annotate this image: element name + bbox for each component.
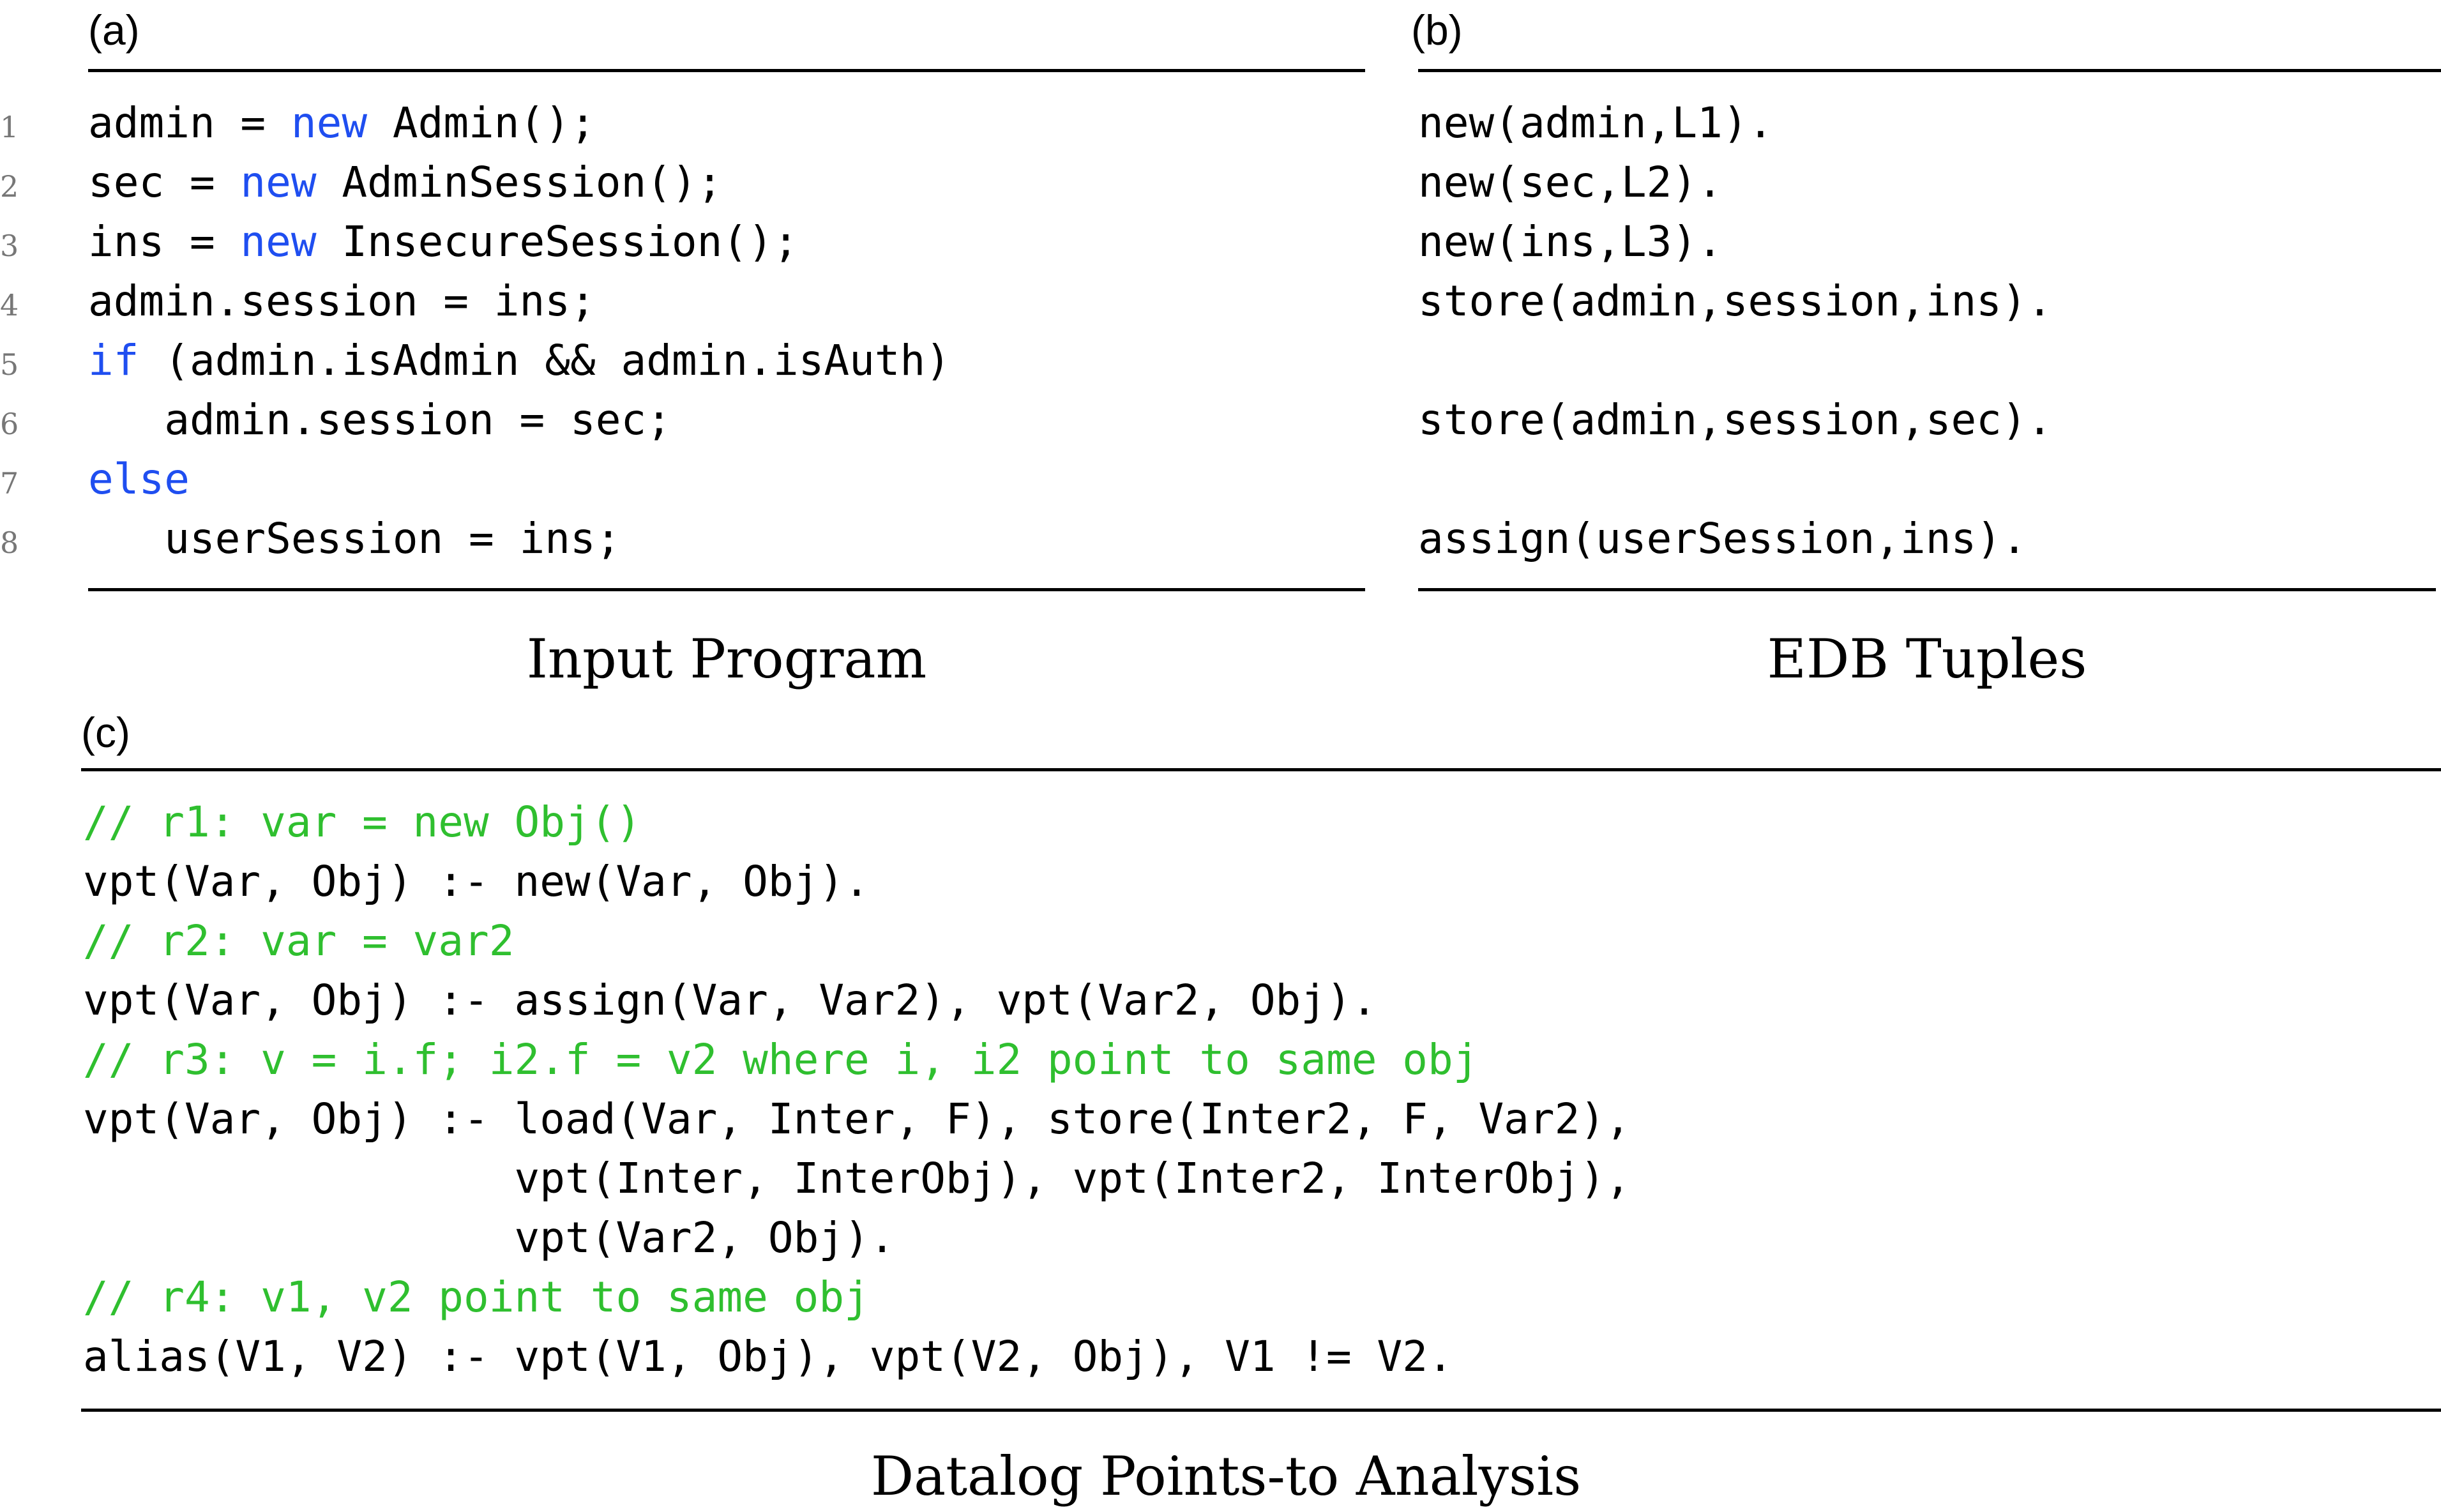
edb-tuple: store(admin,session,sec). <box>1418 395 2053 444</box>
line-number: 8 <box>0 525 19 560</box>
panel-b-caption: EDB Tuples <box>1767 628 2087 690</box>
panel-a-bottom-rule <box>88 588 1365 591</box>
rule-comment: // r2: var = var2 <box>83 916 515 965</box>
line-number: 7 <box>0 466 19 501</box>
line-number: 6 <box>0 407 19 441</box>
code-text: sec = new AdminSession(); <box>88 158 723 207</box>
code-text: else <box>88 455 190 504</box>
datalog-rule-line: vpt(Var2, Obj). <box>83 1213 895 1262</box>
code-text: admin = new Admin(); <box>88 98 596 147</box>
line-number: 3 <box>0 229 19 263</box>
edb-tuple: new(ins,L3). <box>1418 217 1723 266</box>
panel-a-caption: Input Program <box>526 628 927 690</box>
panel-b-label: (b) <box>1411 6 1463 54</box>
line-number: 4 <box>0 288 19 322</box>
panel-b-bottom-rule <box>1418 588 2436 591</box>
panel-c-caption: Datalog Points-to Analysis <box>870 1445 1582 1508</box>
datalog-rule-line: alias(V1, V2) :- vpt(V1, Obj), vpt(V2, O… <box>83 1332 1453 1381</box>
panel-b-top-rule <box>1418 69 2441 72</box>
edb-tuple: new(admin,L1). <box>1418 98 1774 147</box>
line-number: 2 <box>0 169 19 204</box>
datalog-rule-line: vpt(Inter, InterObj), vpt(Inter2, InterO… <box>83 1154 1631 1203</box>
panel-c-top-rule <box>81 768 2441 771</box>
edb-tuple: assign(userSession,ins). <box>1418 514 2027 563</box>
rule-comment: // r4: v1, v2 point to same obj <box>83 1273 870 1322</box>
datalog-rule-line: vpt(Var, Obj) :- new(Var, Obj). <box>83 857 870 906</box>
line-number: 1 <box>0 110 19 144</box>
rule-comment: // r3: v = i.f; i2.f = v2 where i, i2 po… <box>83 1035 1479 1084</box>
panel-c-bottom-rule <box>81 1409 2441 1412</box>
panel-a-label: (a) <box>88 6 140 54</box>
code-text: admin.session = sec; <box>88 395 672 444</box>
panel-a-top-rule <box>88 69 1365 72</box>
edb-tuple: store(admin,session,ins). <box>1418 276 2053 326</box>
code-text: if (admin.isAdmin && admin.isAuth) <box>88 336 951 385</box>
datalog-rule-line: vpt(Var, Obj) :- assign(Var, Var2), vpt(… <box>83 976 1377 1025</box>
code-text: ins = new InsecureSession(); <box>88 217 799 266</box>
datalog-rule-line: vpt(Var, Obj) :- load(Var, Inter, F), st… <box>83 1094 1631 1144</box>
rule-comment: // r1: var = new Obj() <box>83 798 642 847</box>
line-number: 5 <box>0 347 19 382</box>
code-text: userSession = ins; <box>88 514 621 563</box>
code-text: admin.session = ins; <box>88 276 596 326</box>
panel-c-label: (c) <box>81 709 130 756</box>
edb-tuple: new(sec,L2). <box>1418 158 1723 207</box>
